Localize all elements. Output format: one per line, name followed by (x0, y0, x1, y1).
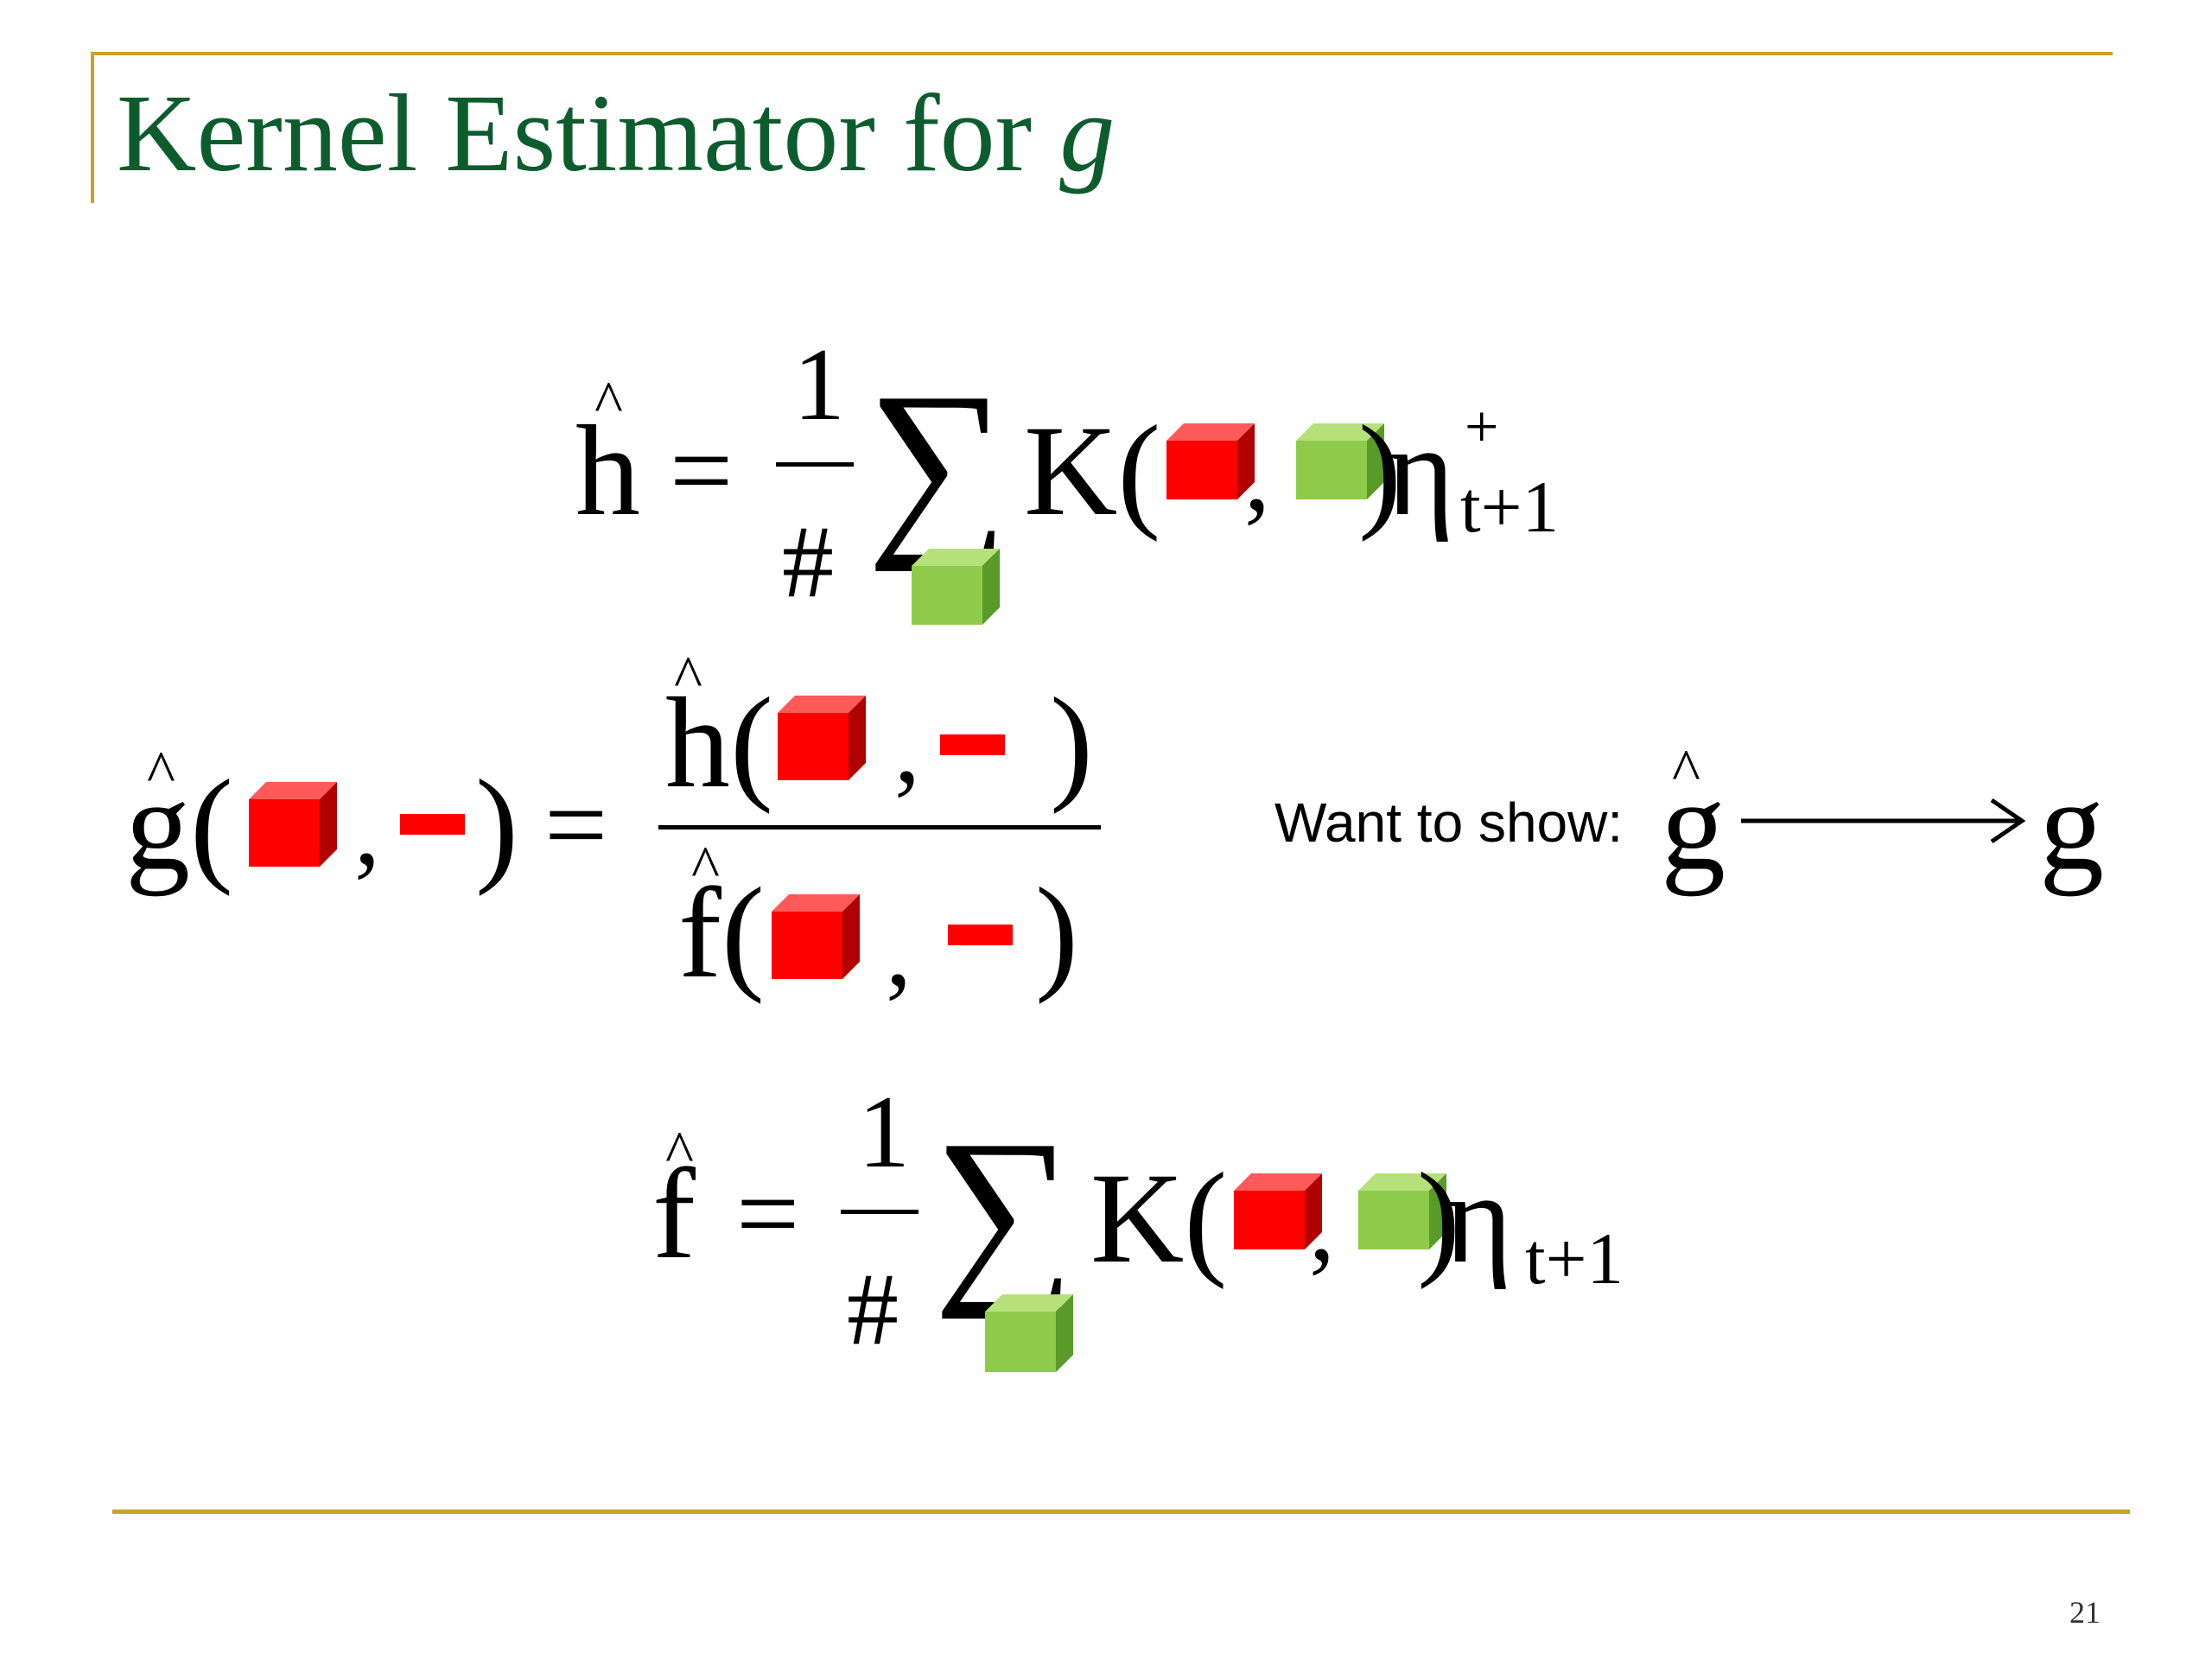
page-number: 21 (2069, 1595, 2101, 1630)
hat-accent: ^ (1672, 738, 1700, 804)
hat-accent: ^ (147, 740, 175, 806)
eq2-comma: , (354, 772, 380, 887)
eq2-numerator-red-cube (778, 696, 866, 780)
eq3-subscript: t+1 (1525, 1218, 1624, 1300)
slide-title-variable: g (1059, 72, 1116, 194)
want-to-show-label: Want to show: (1274, 791, 1624, 854)
top-rule (91, 52, 2113, 55)
eq2-denominator-comma: , (886, 893, 912, 1007)
eq1-numerator: 1 (793, 327, 845, 442)
eq1-sum-green-cube (912, 549, 1000, 625)
hat-accent: ^ (691, 835, 720, 901)
want-to-g: g (2039, 753, 2104, 897)
eq3-comma: , (1309, 1167, 1335, 1282)
eq2-denominator-red-cube (772, 894, 860, 979)
eq2-equals: = (544, 763, 608, 887)
eq2-denominator-red-dash (948, 925, 1013, 945)
eq3-equals: = (736, 1152, 800, 1276)
slide-title-text: Kernel Estimator for (117, 72, 1060, 194)
slide-title: Kernel Estimator for g (117, 78, 1115, 188)
eq3-kernel: K( (1090, 1147, 1228, 1290)
want-from-g: g (1661, 753, 1726, 897)
eq2-denominator-func: f( (678, 861, 765, 1005)
eq2-lhs-red-dash (400, 814, 465, 835)
eq3-sum-green-cube (985, 1294, 1073, 1372)
eq1-red-cube (1166, 423, 1255, 499)
eq3-close-paren: ) (1417, 1147, 1460, 1290)
eq1-superscript: + (1465, 394, 1499, 461)
eq1-denominator: # (782, 504, 834, 619)
eq1-close-paren: ) (1358, 399, 1402, 543)
eq1-comma: , (1244, 417, 1270, 532)
eq3-eta: η (1445, 1147, 1513, 1290)
bottom-rule (112, 1510, 2130, 1514)
eq1-green-cube (1296, 423, 1384, 499)
eq1-lhs: h (575, 399, 640, 543)
eq2-close-paren: ) (475, 753, 518, 897)
eq2-numerator-func: h( (665, 671, 773, 815)
eq1-kernel: K( (1024, 399, 1161, 543)
right-arrow-icon (1741, 798, 2026, 844)
eq1-eta: η (1387, 399, 1455, 543)
eq2-denominator-close: ) (1035, 861, 1078, 1005)
eq3-fraction-bar (841, 1210, 918, 1214)
eq2-numerator-close: ) (1050, 671, 1093, 815)
eq2-fraction-bar (658, 825, 1101, 830)
eq3-lhs: f (652, 1142, 696, 1286)
eq2-lhs: g( (125, 753, 233, 897)
eq2-numerator-comma: , (894, 690, 920, 804)
eq1-subscript: t+1 (1460, 467, 1560, 548)
eq3-numerator: 1 (858, 1074, 910, 1189)
eq3-denominator: # (847, 1251, 899, 1366)
hat-accent: ^ (665, 1120, 694, 1186)
eq3-red-cube (1234, 1173, 1322, 1249)
hat-accent: ^ (674, 645, 702, 711)
eq3-sum: ∑ (933, 1099, 1075, 1319)
eq1-sum: ∑ (867, 352, 1008, 572)
eq1-fraction-bar (776, 462, 854, 467)
eq2-numerator-red-dash (940, 734, 1005, 755)
hat-accent: ^ (594, 370, 623, 436)
eq1-equals: = (670, 409, 734, 533)
eq2-lhs-red-cube (249, 782, 337, 867)
eq3-green-cube (1358, 1173, 1446, 1249)
left-rule (91, 52, 94, 203)
